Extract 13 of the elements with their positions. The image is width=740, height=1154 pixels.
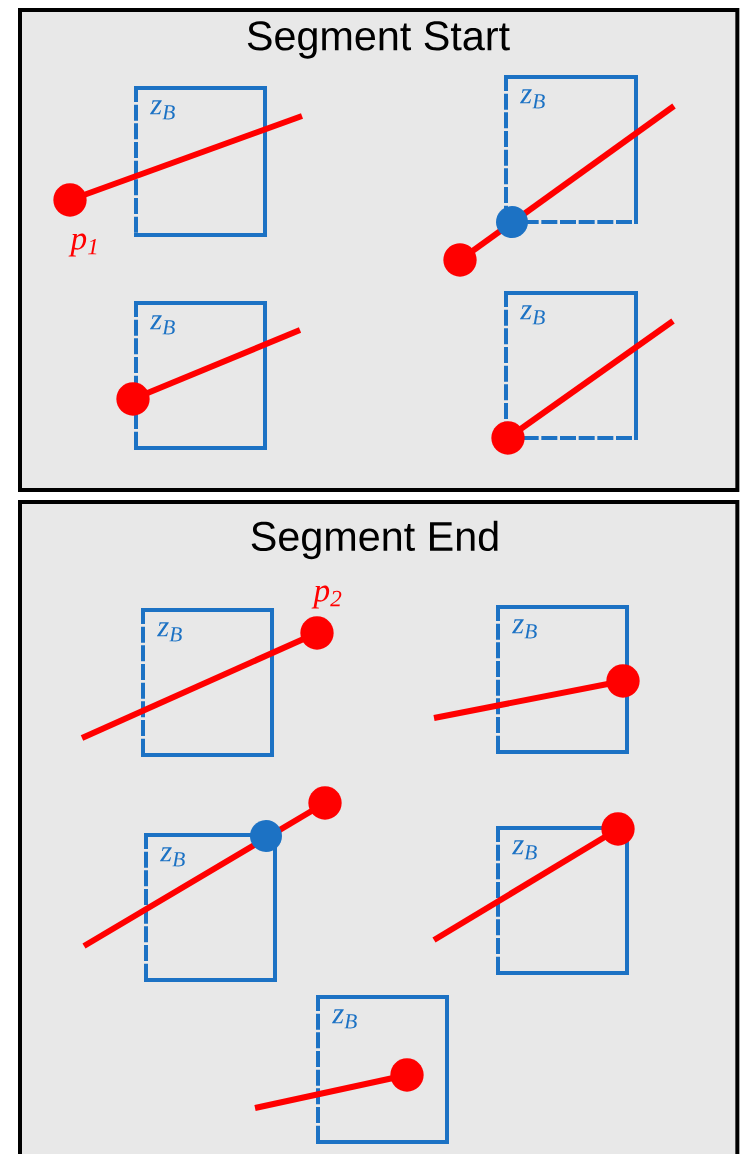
region-box: z$_{B}$ <box>504 291 638 440</box>
panel-title: Segment End <box>251 520 498 560</box>
point-label: p$_{1}$ <box>68 233 97 257</box>
region-box: z$_{B}$ <box>134 86 267 237</box>
region-box: z$_{B}$ <box>141 608 274 757</box>
region-box: z$_{B}$ <box>316 995 449 1144</box>
region-box: z$_{B}$ <box>134 301 267 450</box>
region-box: z$_{B}$ <box>144 833 277 982</box>
panel-title: Segment Start <box>247 21 510 59</box>
region-box: z$_{B}$ <box>496 605 629 754</box>
point-label: p$_{2}$ <box>311 585 342 609</box>
region-box: z$_{B}$ <box>504 75 638 224</box>
region-box: z$_{B}$ <box>496 826 629 975</box>
